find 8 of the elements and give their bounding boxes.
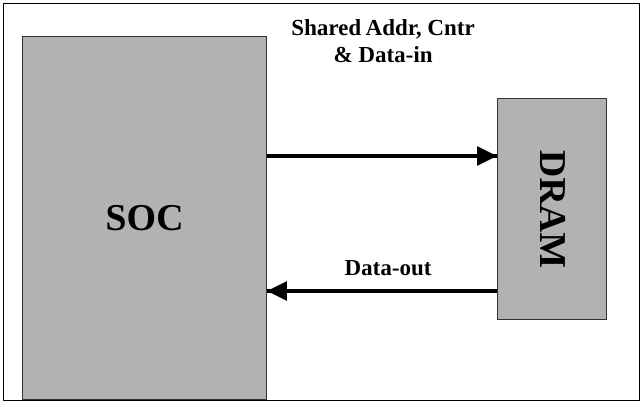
- block-label: DRAM: [533, 150, 571, 268]
- block-box: [22, 36, 267, 400]
- block-label: SOC: [105, 199, 184, 237]
- edge-label: Data-out: [344, 254, 432, 281]
- block-box: [497, 98, 607, 320]
- arrow: [267, 146, 497, 166]
- arrow: [267, 281, 497, 301]
- edge-label: Shared Addr, Cntr & Data-in: [290, 14, 476, 68]
